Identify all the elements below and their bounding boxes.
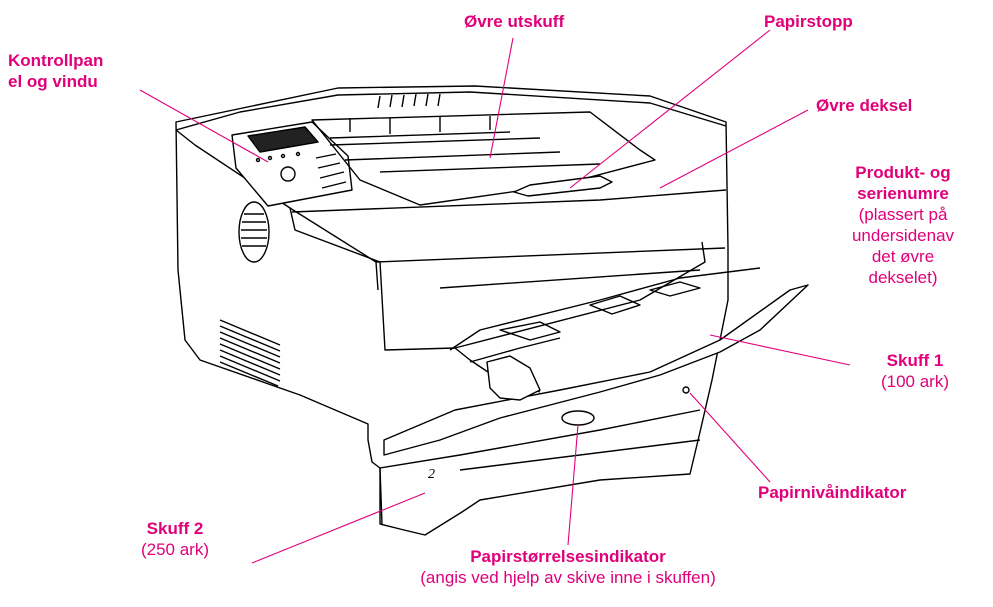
label-paper-size-indicator-note: (angis ved hjelp av skive inne i skuffen…: [420, 568, 716, 587]
label-tray2-title: Skuff 2: [146, 519, 204, 538]
leader-tray1: [709, 334, 851, 366]
leader-control-panel: [139, 89, 269, 163]
label-control-panel: Kontrollpan el og vindu: [8, 50, 103, 92]
label-upper-output-bin: Øvre utskuff: [464, 12, 565, 31]
label-serial-numbers-note3: det øvre: [871, 247, 935, 266]
label-tray1-note: (100 ark): [880, 372, 950, 391]
label-serial-numbers: Produkt- og serienumre (plassert på unde…: [818, 162, 988, 288]
label-paper-size-indicator: Papirstørrelsesindikator (angis ved hjel…: [358, 546, 778, 588]
label-control-panel-line2: el og vindu: [8, 72, 98, 91]
leader-upper-cover: [659, 109, 809, 189]
leader-tray2: [251, 492, 426, 564]
tray2-number: 2: [428, 467, 435, 482]
label-tray2: Skuff 2 (250 ark): [110, 518, 240, 560]
label-paper-size-indicator-title: Papirstørrelsesindikator: [470, 547, 666, 566]
label-serial-numbers-note4: dekselet): [868, 268, 938, 287]
leader-lines: [139, 29, 851, 564]
label-tray1-title: Skuff 1: [886, 351, 944, 370]
leader-paper-level-indicator: [689, 392, 771, 483]
label-tray1: Skuff 1 (100 ark): [855, 350, 975, 392]
label-serial-numbers-title2: serienumre: [857, 184, 949, 203]
label-serial-numbers-title1: Produkt- og: [855, 163, 951, 182]
label-tray2-note: (250 ark): [140, 540, 210, 559]
label-upper-cover: Øvre deksel: [816, 96, 913, 115]
label-serial-numbers-note1: (plassert på: [858, 205, 948, 224]
leader-upper-output-bin: [489, 37, 514, 159]
leader-paper-size-indicator: [567, 424, 579, 546]
leader-paper-stop: [569, 29, 771, 189]
label-serial-numbers-note2: undersidenav: [851, 226, 955, 245]
label-paper-stop: Papirstopp: [764, 12, 853, 31]
label-paper-level-indicator: Papirnivåindikator: [758, 483, 907, 502]
printer-illustration: 2: [175, 85, 809, 536]
label-control-panel-line1: Kontrollpan: [8, 51, 104, 70]
